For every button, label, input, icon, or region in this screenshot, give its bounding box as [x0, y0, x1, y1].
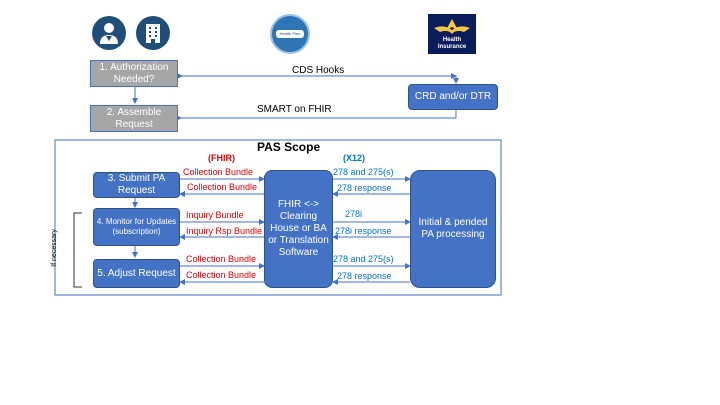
x12-label-5: 278 and 275(s) [333, 254, 394, 264]
if-necessary-label: If necessary [50, 229, 58, 267]
x12-label-4: 278i response [335, 226, 392, 236]
step-authorization-needed[interactable]: 1. Authorization Needed? [90, 60, 178, 87]
x12-label-2: 278 response [337, 183, 392, 193]
step-1-label: 1. Authorization Needed? [99, 61, 169, 85]
clearing-house-label: FHIR <-> Clearing House or BA or Transla… [268, 199, 329, 258]
step-2-label: 2. Assemble Request [106, 106, 162, 130]
if-necessary-bracket [73, 212, 82, 288]
pa-processing-label: Initial & pended PA processing [418, 217, 488, 240]
health-plan-logo: Health Plan [270, 14, 310, 54]
insurance-logo-text: Health Insurance [437, 37, 467, 50]
step-assemble-request[interactable]: 2. Assemble Request [90, 105, 178, 132]
step-5-label: 5. Adjust Request [97, 267, 176, 279]
fhir-label-1: Collection Bundle [183, 167, 254, 177]
step-4-label: 4. Monitor for Updates (subscription) [96, 217, 177, 236]
smart-on-fhir-label: SMART on FHIR [257, 104, 332, 115]
x12-label-3: 278i [345, 209, 363, 219]
step-submit-pa-request[interactable]: 3. Submit PA Request [93, 172, 180, 198]
plan-logo-text: Health Plan [276, 30, 304, 38]
hospital-icon [136, 16, 170, 50]
fhir-label-5: Collection Bundle [186, 254, 257, 264]
crd-dtr-label: CRD and/or DTR [414, 91, 492, 102]
fhir-label-4: Inquiry Rsp Bundle [186, 226, 263, 236]
fhir-label-3: Inquiry Bundle [186, 210, 244, 220]
pas-scope-frame [54, 139, 502, 296]
pas-scope-title: PAS Scope [257, 140, 321, 154]
doctor-icon [92, 16, 126, 50]
crd-dtr-box[interactable]: CRD and/or DTR [408, 84, 498, 110]
step-adjust-request[interactable]: 5. Adjust Request [93, 259, 180, 288]
x12-label-6: 278 response [337, 271, 392, 281]
fhir-label-2: Collection Bundle [187, 182, 258, 192]
pa-processing-box[interactable]: Initial & pended PA processing [410, 170, 496, 288]
fhir-header: (FHIR) [208, 153, 235, 163]
step-3-label: 3. Submit PA Request [107, 173, 166, 196]
clearing-house-box[interactable]: FHIR <-> Clearing House or BA or Transla… [264, 170, 333, 288]
x12-header: (X12) [343, 153, 366, 163]
x12-label-1: 278 and 275(s) [333, 167, 394, 177]
fhir-label-6: Collection Bundle [186, 270, 257, 280]
health-insurance-logo: Health Insurance [428, 14, 476, 54]
step-monitor-updates[interactable]: 4. Monitor for Updates (subscription) [93, 208, 180, 246]
cds-hooks-label: CDS Hooks [292, 65, 345, 76]
